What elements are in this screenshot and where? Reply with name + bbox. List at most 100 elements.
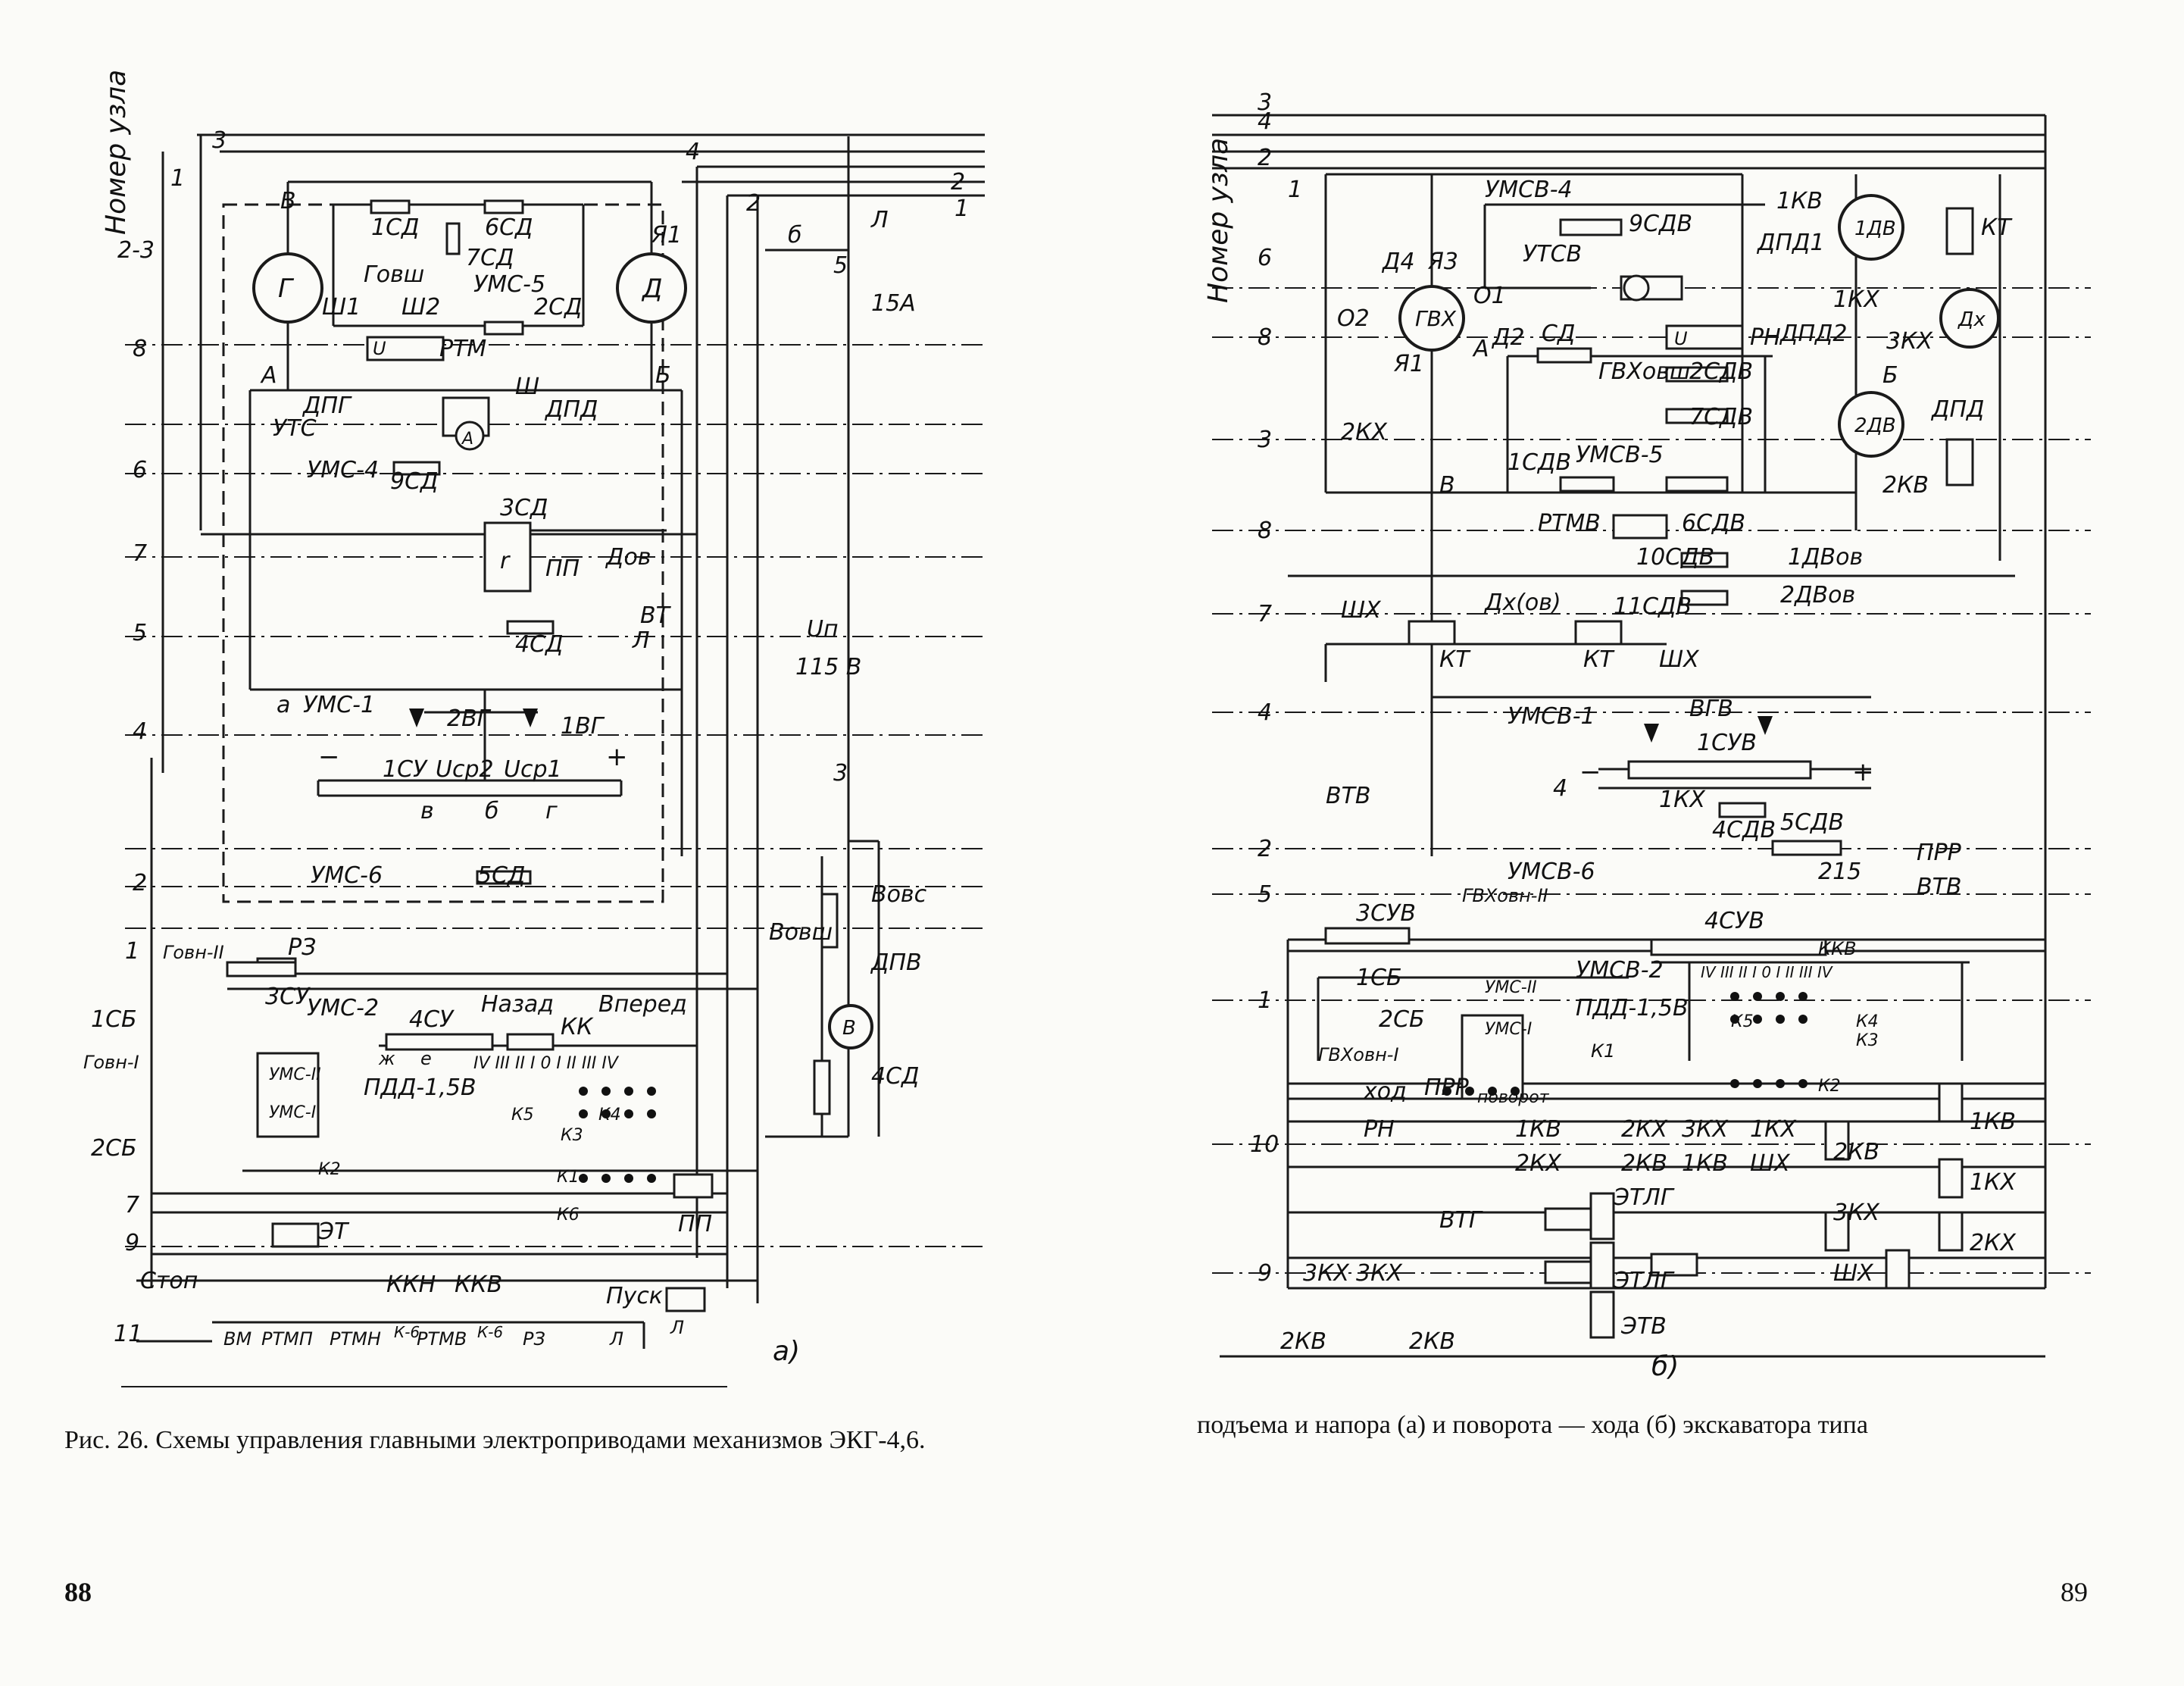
ppr-label: ПРР: [1917, 840, 1962, 866]
ums2-label: УМС-2: [307, 995, 379, 1021]
stop-label: Стоп: [140, 1268, 198, 1294]
rtmv-label: РТМВ: [417, 1328, 467, 1350]
etv-label: ЭТВ: [1620, 1313, 1667, 1340]
l-label: Л: [632, 627, 650, 654]
node-2: 2: [746, 190, 761, 217]
ums-ii-label-r: УМС-II: [1485, 978, 1537, 997]
c2kv-label: 2КВ: [1833, 1139, 1879, 1165]
k2v3-label: 2КВ: [1280, 1328, 1326, 1355]
right-row-6: 3: [1258, 427, 1272, 453]
a-node: А: [260, 362, 277, 389]
umsv1-label: УМСВ-1: [1508, 703, 1595, 730]
panel-b-label: б): [1651, 1351, 1679, 1382]
dpd1-label: ДПД1: [1756, 230, 1825, 256]
diodes-left: [409, 708, 538, 727]
plus-label: +: [606, 742, 628, 772]
g-small: г: [545, 798, 558, 824]
r1suv-label: 1СУВ: [1697, 730, 1757, 756]
zh-label: ж: [378, 1048, 395, 1069]
figure-caption-left: Рис. 26. Схемы управления главными элект…: [64, 1426, 926, 1454]
right-axis-title: Номер узла: [1203, 138, 1234, 303]
u-box-r: U: [1674, 328, 1688, 349]
vgv-label: ВГВ: [1689, 696, 1733, 722]
r3sd-label: 3СД: [500, 495, 548, 521]
minus-label: −: [318, 742, 340, 772]
r7sd-label: 7СД: [466, 245, 514, 271]
ums5-label: УМС-5: [473, 271, 545, 298]
right-row-14: 9: [1258, 1260, 1272, 1287]
pp2-label: ПП: [678, 1211, 712, 1237]
a15-label: 15А: [871, 290, 916, 317]
r1sd-label: 1СД: [371, 214, 419, 241]
o1-label: О1: [1473, 283, 1506, 309]
rtmp-label: РТМП: [261, 1328, 313, 1350]
k3x2-label: 3КХ: [1682, 1116, 1729, 1143]
figure-caption-right: подъема и напора (а) и поворота — хода (…: [1197, 1411, 1868, 1439]
r1sdv-label: 1СДВ: [1508, 449, 1571, 476]
ucp2-label: Uср2: [436, 756, 494, 783]
left-row-10: 11: [114, 1321, 142, 1347]
vt-label: ВТ: [640, 602, 672, 629]
right-row-13: 10: [1250, 1131, 1279, 1158]
k1-label-r: К1: [1591, 1040, 1615, 1062]
vovsh-label: Вовш: [769, 919, 833, 946]
panel-a-label: а): [773, 1336, 800, 1367]
dots-right: [1442, 992, 1808, 1096]
kt2-label: КТ: [1439, 646, 1471, 673]
dpd-label-r: ДПД: [1930, 396, 1984, 423]
k4-label: К4: [598, 1106, 621, 1125]
r11sdv-label: 11СДВ: [1614, 593, 1692, 620]
n215-label: 215: [1818, 859, 1861, 885]
sh2-label: Ш2: [401, 294, 440, 321]
gvhovn1-label: ГВХовн-I: [1318, 1044, 1399, 1065]
dpd-label: ДПД: [544, 396, 598, 423]
vm-label: ВМ: [223, 1328, 252, 1350]
generator-label: Г: [278, 274, 295, 304]
k4-label-r: К4: [1856, 1012, 1879, 1031]
kt3-label: КТ: [1583, 646, 1615, 673]
dx-label: Дх: [1957, 308, 1986, 331]
k2v2-label: 2КВ: [1621, 1150, 1667, 1177]
c1kv-label: 1КВ: [1970, 1109, 2016, 1135]
m1dv-label: 1ДВ: [1854, 217, 1896, 240]
kkv-label: ККВ: [455, 1272, 502, 1298]
r4sd-label: 4СД: [515, 631, 563, 658]
shx-label: ШХ: [1341, 597, 1382, 624]
labels-right: Номер узла 3 4 2 1 6 8 3 8 7 4 2 5 1 10 …: [1203, 89, 2017, 1382]
r10sdv-label: 10СДВ: [1636, 544, 1714, 571]
r7sdv-label: 7СДВ: [1689, 404, 1753, 430]
m2dv-label: 2ДВ: [1854, 414, 1896, 437]
dov-label: Дов: [605, 544, 651, 571]
a-node-r: А: [1472, 336, 1489, 362]
r1su-label: 1СУ: [383, 756, 428, 783]
gvh-label: ГВХ: [1415, 306, 1457, 331]
plus-r: +: [1852, 757, 1874, 787]
l3-label: Л: [670, 1317, 684, 1338]
right-row-10: 2: [1258, 836, 1272, 862]
rtm-label: РТМ: [439, 336, 486, 362]
ums1-label: УМС-1: [303, 692, 375, 718]
pdd-label: ПДД-1,5В: [364, 1074, 476, 1101]
kk-label: КК: [561, 1014, 594, 1040]
ums4-label: УМС-4: [307, 457, 379, 483]
right-row-3: 1: [1288, 177, 1302, 203]
dxov-label: Дх(ов): [1483, 590, 1561, 616]
gvhovsh-label: ГВХовш: [1598, 358, 1690, 385]
left-row-1: 8: [133, 336, 147, 362]
machines-left: [252, 252, 873, 1049]
d2dvov-label: 2ДВов: [1780, 582, 1855, 608]
r3su-label: 3СУ: [265, 984, 311, 1010]
four-r: 4: [1553, 775, 1567, 802]
ya3-label: Я3: [1427, 249, 1458, 275]
page-number-left: 88: [64, 1577, 92, 1607]
umsv5-label: УМСВ-5: [1576, 442, 1664, 468]
node-3: 3: [212, 127, 227, 154]
r9sd-label: 9СД: [390, 468, 438, 495]
govn1-label: Говн-I: [83, 1052, 139, 1073]
r1sb-label-r: 1СБ: [1356, 965, 1402, 991]
k1-label: К1: [557, 1168, 580, 1187]
dpv-label: ДПВ: [870, 949, 922, 976]
k3-label-r: К3: [1856, 1031, 1879, 1050]
right-row-1: 4: [1258, 108, 1272, 135]
